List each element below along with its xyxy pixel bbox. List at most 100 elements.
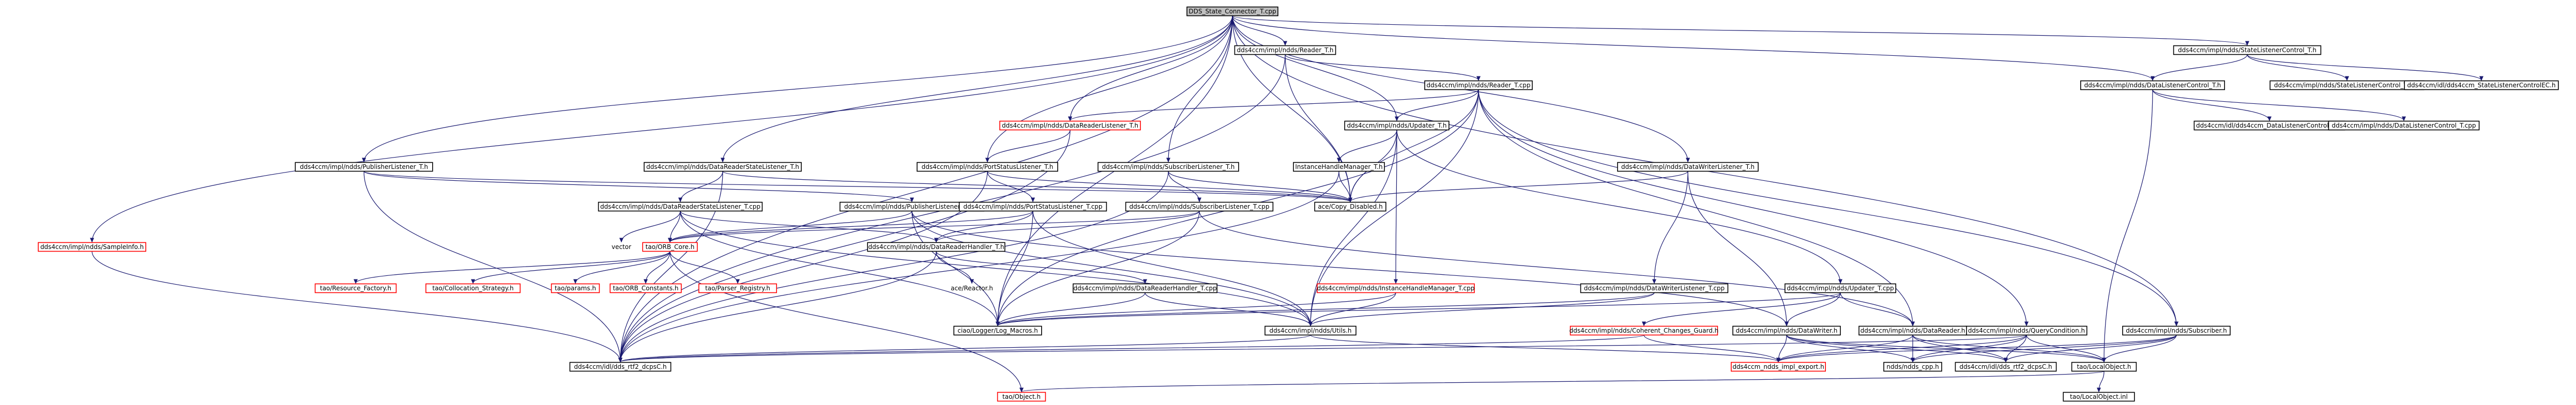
node-dlc-ec-h[interactable]: dds4ccm/idl/dds4ccm_DataListenerControlE… [2193,120,2345,131]
node-localobject-inl[interactable]: tao/LocalObject.inl [2063,392,2135,402]
node-box [1858,325,1967,336]
node-ihm-t-h[interactable]: InstanceHandleManager_T.h [1293,162,1385,172]
node-box [1424,80,1533,90]
node-drh-t-cpp[interactable]: dds4ccm/impl/ndds/DataReaderHandler_T.cp… [1073,283,1218,293]
edge-sl-t-cpp-to-log-macros [996,211,1200,326]
node-ndds-cpp[interactable]: ndds/ndds_cpp.h [1883,362,1942,372]
node-label: dds4ccm/impl/ndds/StateListenerControl_T… [2178,46,2316,54]
node-drl-t-h[interactable]: dds4ccm/impl/ndds/DataReaderListener_T.h [999,120,1141,131]
node-dlc-t-cpp[interactable]: dds4ccm/impl/ndds/DataListenerControl_T.… [2328,120,2480,131]
node-label: tao/Collocation_Strategy.h [432,285,513,292]
edge-drh-t-cpp-to-utils-h [1145,292,1313,326]
edge-psl-t-cpp-to-orb-core [668,210,1033,243]
node-label: dds4ccm/impl/ndds/SampleInfo.h [40,243,144,251]
edge-reader-t-cpp-to-drl-t-h [1068,89,1479,121]
node-datareader-h[interactable]: dds4ccm/impl/ndds/DataReader.h [1858,325,1967,336]
edge-subscriber-h-to-localobject-h [2102,335,2177,363]
node-label: tao/ORB_Constants.h [613,285,678,292]
edge-sl-t-h-to-dds-rtc [618,171,1169,363]
node-box [1344,120,1450,131]
node-collocation[interactable]: tao/Collocation_Strategy.h [425,283,521,293]
node-reader-t-h[interactable]: dds4ccm/impl/ndds/Reader_T.h [1234,45,1336,55]
node-ihm-t-cpp[interactable]: dds4ccm/impl/ndds/InstanceHandleManager_… [1317,283,1475,293]
node-log-macros[interactable]: ciao/Logger/Log_Macros.h [953,325,1042,336]
node-label: tao/Object.h [1002,393,1041,400]
node-datawriter-h[interactable]: dds4ccm/impl/ndds/DataWriter.h [1732,325,1841,336]
node-label: dds4ccm/impl/ndds/Updater_T.cpp [1787,285,1894,292]
edge-subscriber-h-to-ndds-cpp [1911,334,2177,363]
node-label: dds4ccm/impl/ndds/InstanceHandleManager_… [1317,285,1475,292]
node-updater-t-cpp[interactable]: dds4ccm/impl/ndds/Updater_T.cpp [1785,283,1897,293]
edge-pl-t-h-to-dds-rtc [363,171,622,363]
node-coherent[interactable]: dds4ccm/impl/ndds/Coherent_Changes_Guard… [1569,325,1719,336]
node-pl-t-h[interactable]: dds4ccm/impl/ndds/PublisherListener_T.h [295,162,433,172]
edge-drh-t-cpp-to-log-macros [996,292,1146,326]
node-slc-t-h[interactable]: dds4ccm/impl/ndds/StateListenerControl_T… [2173,45,2322,55]
node-ace-reactor[interactable]: ace/Reactor.h [951,285,993,292]
node-sl-t-cpp[interactable]: dds4ccm/impl/ndds/SubscriberListener_T.c… [1125,201,1274,212]
node-label: dds4ccm/impl/ndds/SubscriberListener_T.c… [1130,203,1270,210]
dependency-edges [90,15,2483,393]
node-drh-t-h[interactable]: dds4ccm/impl/ndds/DataReaderHandler_T.h [867,242,1005,252]
node-psl-t-cpp[interactable]: dds4ccm/impl/ndds/PortStatusListener_T.c… [958,201,1107,212]
node-orb-constants[interactable]: tao/ORB_Constants.h [609,283,682,293]
node-reader-t-cpp[interactable]: dds4ccm/impl/ndds/Reader_T.cpp [1424,80,1533,90]
node-box [2063,392,2135,402]
node-object-h[interactable]: tao/Object.h [997,392,1046,402]
edge-root-to-reader-t-h [1232,15,1287,46]
node-box [1580,283,1729,293]
edge-root-to-ace-copy [1232,15,1352,202]
node-dds-rtf2-c[interactable]: dds4ccm/idl/dds_rtf2_dcpsC.h [1955,362,2057,372]
edge-updater-t-cpp-to-datareader-h [1840,292,1915,326]
node-box [2122,325,2231,336]
node-sl-t-h[interactable]: dds4ccm/impl/ndds/SubscriberListener_T.h [1098,162,1239,172]
node-impl-export[interactable]: dds4ccm_ndds_impl_export.h [1731,362,1826,372]
node-dwl-t-cpp[interactable]: dds4ccm/impl/ndds/DataWriterListener_T.c… [1580,283,1729,293]
node-resource-factory[interactable]: tao/Resource_Factory.h [314,283,397,293]
node-localobject-h[interactable]: tao/LocalObject.h [2071,362,2137,372]
node-parser-registry[interactable]: tao/Parser_Registry.h [698,283,778,293]
node-orb-core[interactable]: tao/ORB_Core.h [642,242,698,252]
node-box [642,242,698,252]
node-params[interactable]: tao/params.h [551,283,600,293]
node-subscriber-h[interactable]: dds4ccm/impl/ndds/Subscriber.h [2122,325,2231,336]
node-label: dds4ccm/impl/ndds/Utils.h [1269,327,1351,334]
node-vector[interactable]: vector [612,243,631,251]
edge-datawriter-h-to-ndds-cpp [1786,335,1915,363]
edge-sl-t-cpp-to-orb-core [668,210,1200,243]
node-querycondition[interactable]: dds4ccm/impl/ndds/QueryCondition.h [1965,325,2087,336]
node-dlc-t-h[interactable]: dds4ccm/impl/ndds/DataListenerControl_T.… [2080,80,2226,90]
node-label: ace/Copy_Disabled.h [1318,203,1382,210]
node-box [1785,283,1897,293]
node-slc-t-cpp[interactable]: dds4ccm/impl/ndds/StateListenerControl_T… [2269,80,2425,90]
node-pl-t-cpp[interactable]: dds4ccm/impl/ndds/PublisherListener_T.cp… [840,201,985,212]
node-ace-copy[interactable]: ace/Copy_Disabled.h [1314,201,1386,212]
edge-drh-t-h-to-drh-t-cpp [936,251,1147,284]
node-box [1125,201,1274,212]
edge-datareader-h-to-dds-rtf2-c [1912,335,2008,363]
node-updater-t-h[interactable]: dds4ccm/impl/ndds/Updater_T.h [1344,120,1450,131]
edge-drh-t-h-to-ace-reactor [936,251,974,284]
node-psl-t-h[interactable]: dds4ccm/impl/ndds/PortStatusListener_T.h [917,162,1058,172]
node-label: tao/Resource_Factory.h [320,285,391,292]
node-slc-ec-h[interactable]: dds4ccm/idl/dds4ccm_StateListenerControl… [2404,80,2559,90]
node-label: dds4ccm/impl/ndds/QueryCondition.h [1968,327,2085,334]
node-box [1073,283,1218,293]
edge-datawriter-h-to-dds-rtf2-c [1786,335,2008,363]
node-root[interactable]: DDS_State_Connector_T.cpp [1186,6,1278,17]
edge-sl-t-cpp-to-datareader-h [1199,211,1915,326]
node-utils-h[interactable]: dds4ccm/impl/ndds/Utils.h [1264,325,1356,336]
node-drsl-t-h[interactable]: dds4ccm/impl/ndds/DataReaderStateListene… [644,162,802,172]
node-label: tao/LocalObject.inl [2070,393,2128,400]
edge-root-to-dds-rtc [618,15,1233,363]
node-label: dds4ccm/idl/dds_rtf2_dcpsC.h [1959,363,2052,370]
edge-reader-t-cpp-to-datareader-h [1478,89,1915,326]
node-dwl-t-h[interactable]: dds4ccm/impl/ndds/DataWriterListener_T.h [1617,162,1759,172]
node-label: dds4ccm/impl/ndds/PublisherListener_T.h [300,163,428,170]
graph-nodes: DDS_State_Connector_T.cpp dds4ccm/impl/nd… [38,6,2559,402]
node-drsl-t-cpp[interactable]: dds4ccm/impl/ndds/DataReaderStateListene… [598,201,763,212]
edge-coherent-to-dds-rtc [618,334,1644,363]
node-dds-rtc[interactable]: dds4ccm/idl/dds_rtf2_dcpsC.h [569,362,672,372]
node-sampleinfo-h[interactable]: dds4ccm/impl/ndds/SampleInfo.h [38,242,146,252]
edge-orb-core-to-collocation [471,251,670,284]
